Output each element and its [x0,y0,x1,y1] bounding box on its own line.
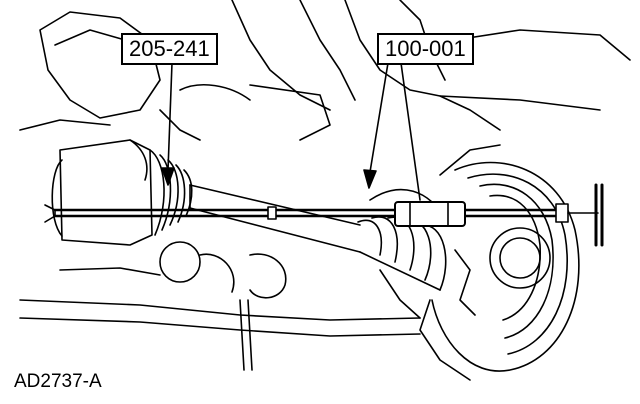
tool-callout-100-001: 100-001 [377,33,474,65]
lower-structure [19,241,421,371]
inner-cv-joint [51,139,193,246]
vehicle-structure [19,0,631,141]
leader-arrows [161,62,421,201]
figure-id-label: AD2737-A [14,371,102,392]
puller-tool [44,183,604,247]
wheel-hub [419,144,580,381]
tool-callout-205-241: 205-241 [121,33,218,65]
